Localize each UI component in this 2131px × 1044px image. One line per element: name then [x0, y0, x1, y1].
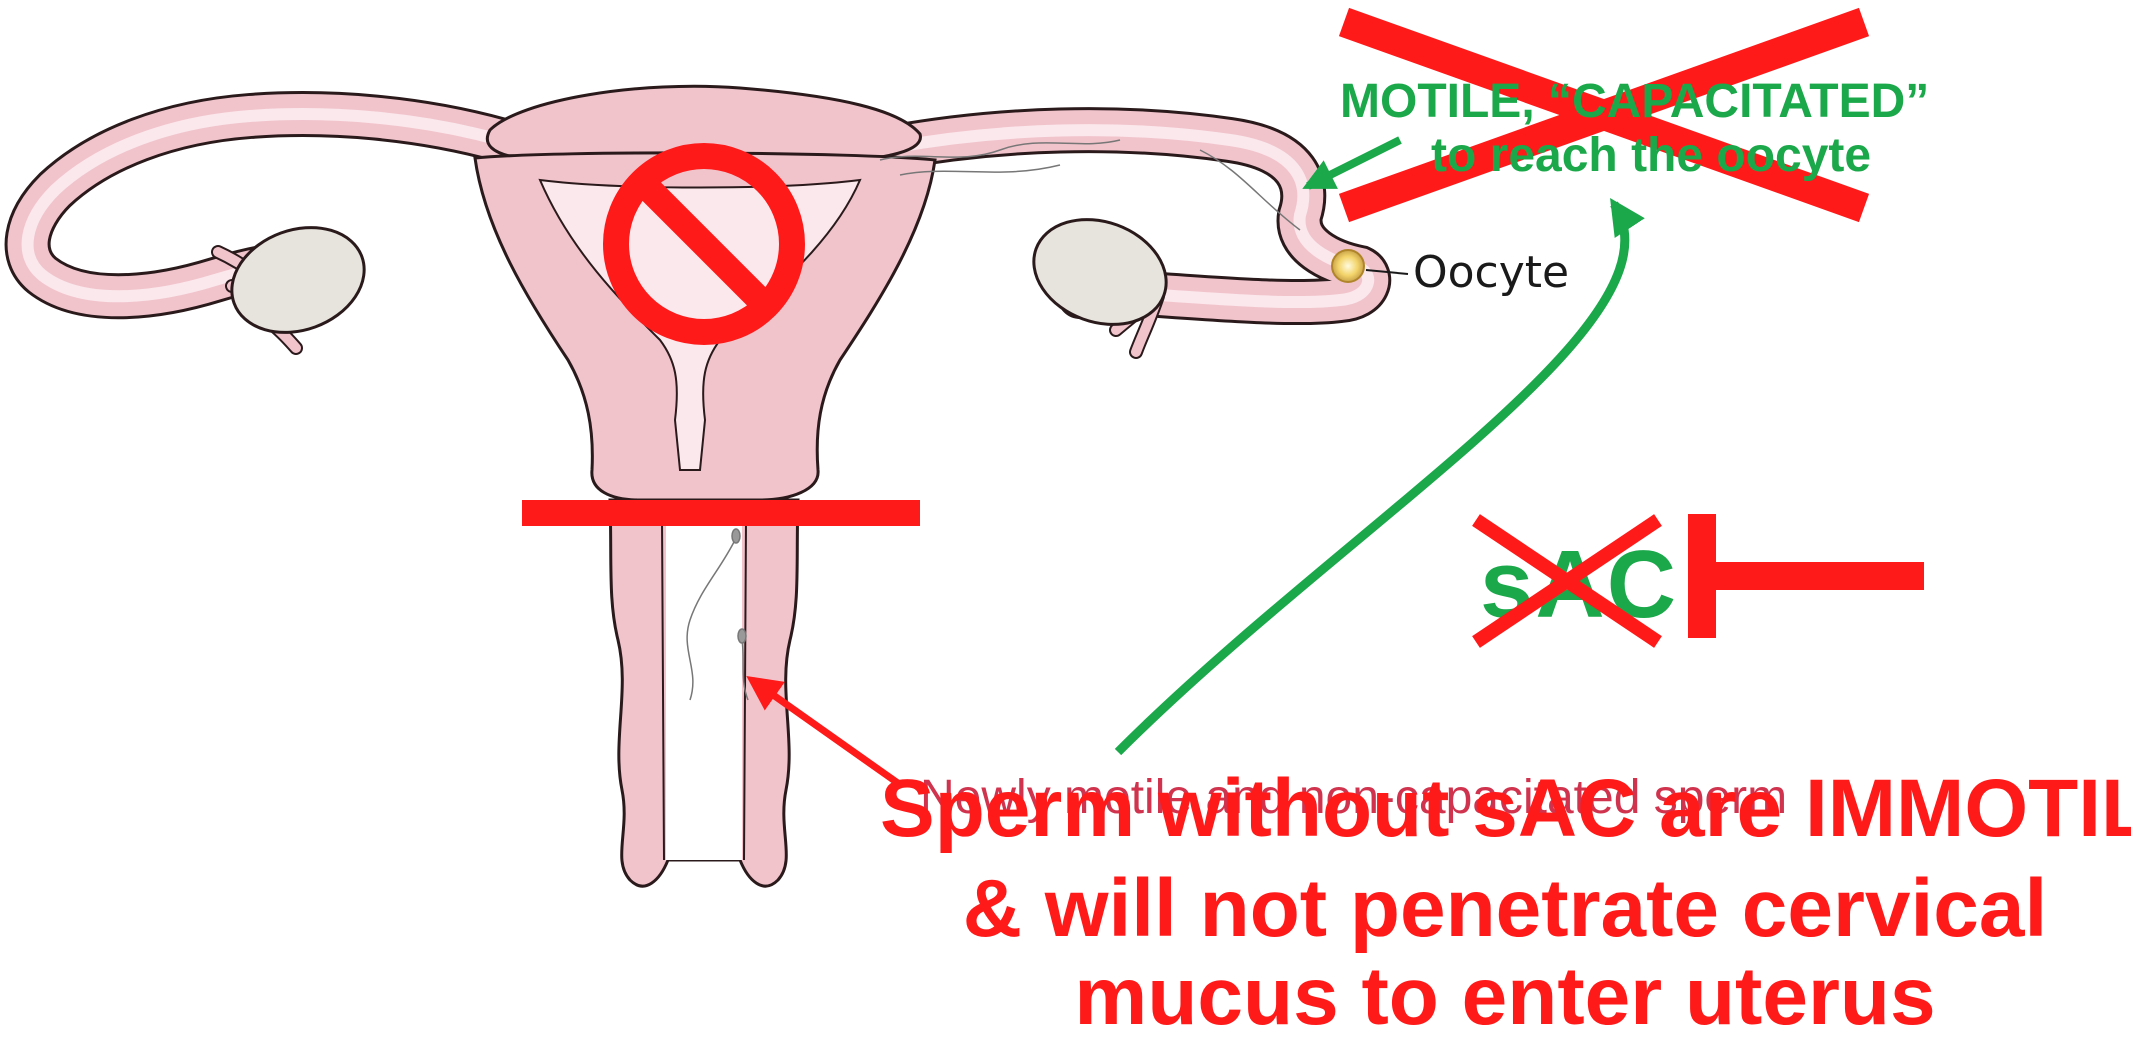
- cervix-block-bar: [522, 500, 920, 526]
- sac-label: sAC: [1480, 530, 1678, 640]
- motile-capacitated-label: MOTILE, “CAPACITATED”: [1340, 74, 1929, 129]
- reach-oocyte-label: to reach the oocyte: [1431, 128, 1871, 183]
- left-ovary: [217, 210, 379, 350]
- vaginal-canal: [666, 520, 742, 860]
- inhibition-bar: [1688, 514, 1924, 638]
- main-statement-line-3: mucus to enter uterus: [880, 950, 2130, 1044]
- main-statement-line-2: & will not penetrate cervical: [880, 862, 2130, 956]
- main-statement-line-1: Sperm without sAC are IMMOTILE: [880, 762, 2130, 856]
- oocyte: [1332, 250, 1364, 282]
- right-ovary: [1019, 202, 1181, 342]
- oocyte-label: Oocyte: [1413, 247, 1569, 298]
